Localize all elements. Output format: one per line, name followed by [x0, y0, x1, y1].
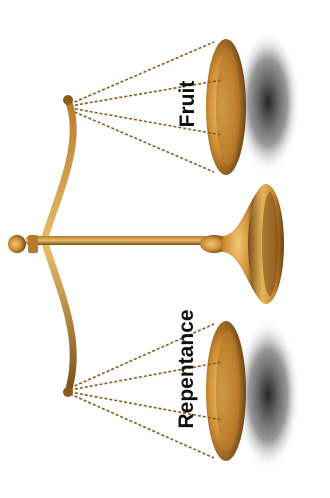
upper-pan	[206, 39, 246, 175]
beam-hook-bottom	[63, 387, 73, 397]
lower-pan-label: Repentance	[176, 309, 198, 429]
lower-pan-chains	[70, 324, 222, 458]
upper-pan-label: Fruit	[177, 79, 199, 129]
balance-beam	[44, 100, 73, 392]
scale-base	[222, 184, 284, 304]
upper-pan-chains	[70, 42, 222, 172]
beam-hook-top	[63, 95, 73, 105]
lower-pan	[206, 321, 246, 461]
central-post	[8, 235, 232, 253]
